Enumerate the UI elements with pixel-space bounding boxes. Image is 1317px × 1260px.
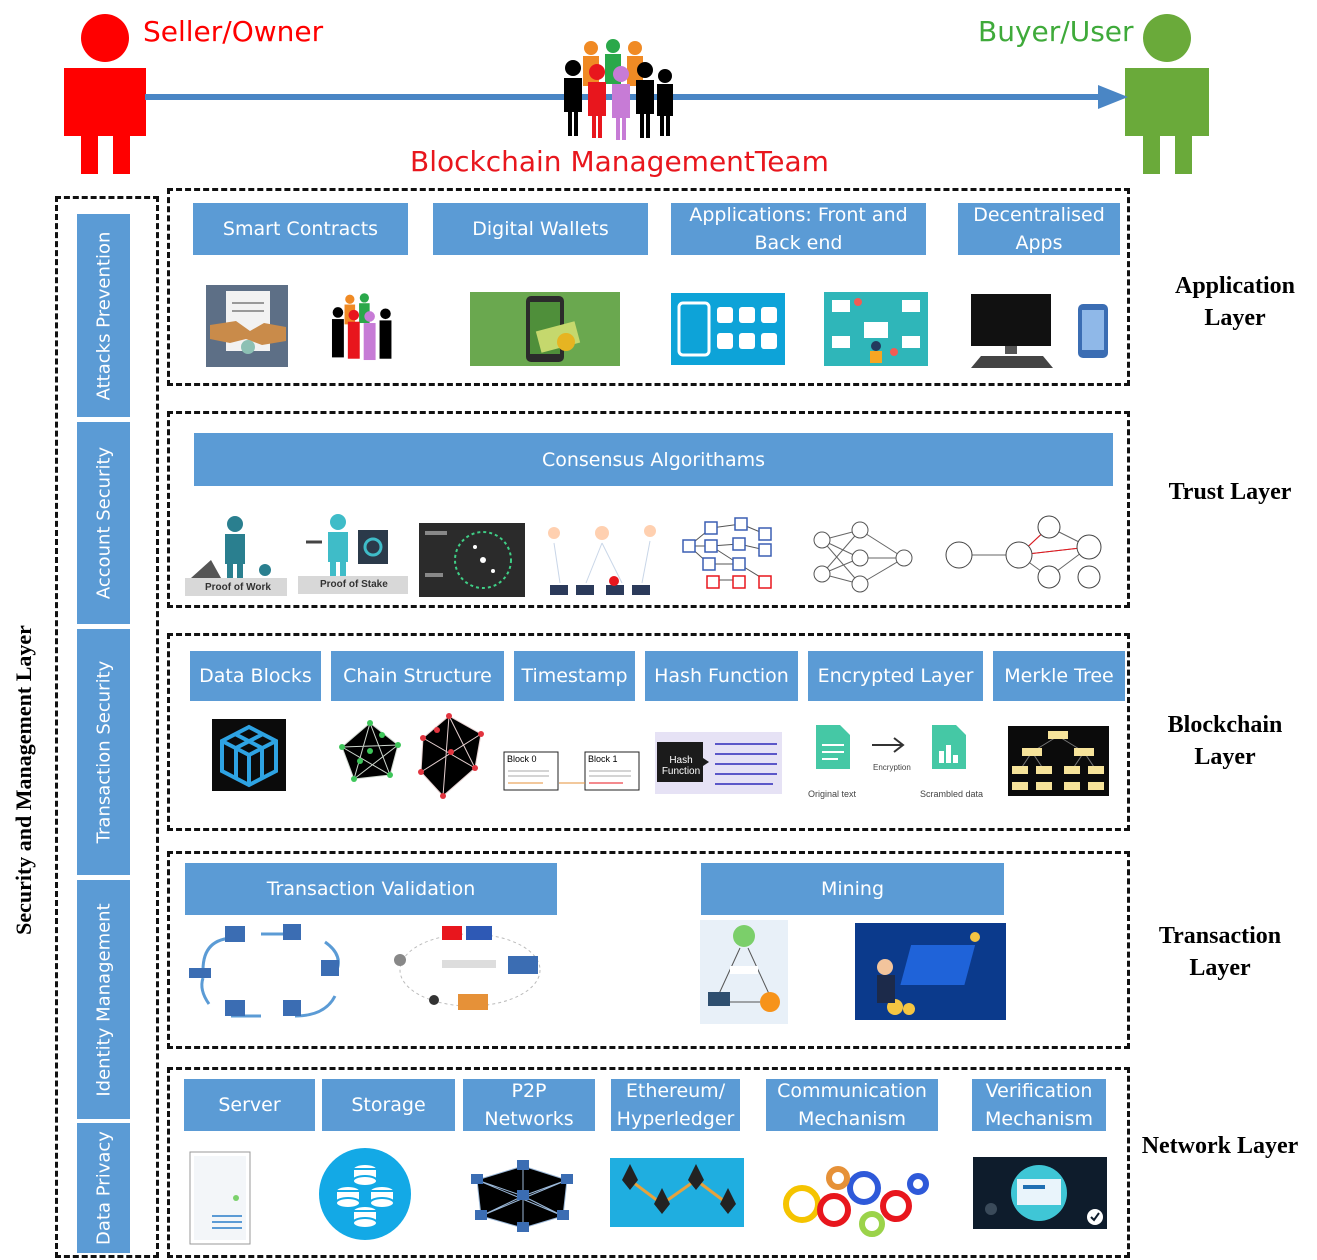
blockchain-layer-frame [167, 633, 1130, 831]
chain-structure-box[interactable]: Chain Structure [331, 651, 504, 701]
scrambled-data-caption: Scrambled data [920, 789, 984, 799]
tab-data-privacy[interactable]: Data Privacy [77, 1123, 130, 1253]
document-original-icon [816, 725, 850, 769]
database-storage-icon [319, 1148, 411, 1240]
developer-workspace-icon [824, 292, 928, 366]
client-server-graph-icon [945, 515, 1102, 589]
wallet-phone-icon [470, 292, 620, 366]
buyer-label: Buyer/User [978, 15, 1134, 48]
security-layer-frame [55, 196, 159, 1258]
hash-function-box[interactable]: Hash Function [645, 651, 798, 701]
smart-contracts-box[interactable]: Smart Contracts [193, 203, 408, 255]
server-box[interactable]: Server [184, 1079, 315, 1131]
tab-transaction-security[interactable]: Transaction Security [77, 629, 130, 875]
desktop-computer-icon [971, 294, 1053, 368]
network-layer-label: Network Layer [1141, 1133, 1299, 1159]
app-tablet-icon [671, 293, 785, 365]
proof-of-stake-icon [298, 514, 408, 594]
seller-person-icon [64, 14, 146, 174]
contract-handshake-icon [206, 285, 288, 367]
delegated-nodes-icon [548, 525, 656, 595]
encryption-caption: Encryption [873, 763, 911, 772]
decentralised-apps-box[interactable]: Decentralised Apps [958, 203, 1120, 255]
encrypted-layer-box[interactable]: Encrypted Layer [808, 651, 983, 701]
ethereum-hyperledger-box[interactable]: Ethereum/ Hyperledger [611, 1079, 740, 1131]
team-group-icon [564, 39, 673, 140]
arrow-right-icon [872, 737, 905, 753]
blockchain-layer-label: Blockchain Layer [1167, 712, 1283, 770]
server-tower-icon [189, 1151, 251, 1245]
communication-mechanism-box[interactable]: Communication Mechanism [766, 1079, 938, 1131]
hash-function-caption: Hash Function [661, 755, 701, 777]
verification-mechanism-box[interactable]: Verification Mechanism [972, 1079, 1106, 1131]
tab-identity-management[interactable]: Identity Management [77, 880, 130, 1119]
red-network-icon [418, 713, 484, 799]
buyer-person-icon [1125, 14, 1209, 174]
network-circle-icon [419, 523, 525, 597]
proof-of-work-icon [185, 516, 287, 596]
original-text-caption: Original text [808, 789, 857, 799]
green-network-icon [339, 720, 401, 782]
consensus-algorithms-box[interactable]: Consensus Algorithams [194, 433, 1113, 486]
application-layer-frame [167, 188, 1130, 386]
document-scrambled-icon [932, 725, 966, 769]
storage-box[interactable]: Storage [322, 1079, 455, 1131]
tab-account-security[interactable]: Account Security [77, 422, 130, 624]
transaction-validation-box[interactable]: Transaction Validation [185, 863, 557, 915]
seller-label: Seller/Owner [143, 15, 324, 48]
merkle-tree-box[interactable]: Merkle Tree [993, 651, 1125, 701]
transaction-layer-frame [167, 851, 1130, 1049]
team-label: Blockchain ManagementTeam [410, 145, 829, 178]
tab-attacks-prevention[interactable]: Attacks Prevention [77, 214, 130, 417]
transaction-flow-icon [394, 926, 541, 1010]
payment-cycle-icon [189, 924, 340, 1018]
digital-wallets-box[interactable]: Digital Wallets [433, 203, 648, 255]
trust-layer-label: Trust Layer [1168, 479, 1292, 505]
transaction-layer-label: Transaction Layer [1158, 923, 1282, 981]
merkle-tree-icon [1008, 726, 1109, 796]
network-layer-frame [167, 1067, 1130, 1258]
side-title: Security and Management Layer [11, 625, 36, 935]
mining-diagram-icon [700, 920, 788, 1024]
proof-of-work-caption: Proof of Work [205, 582, 271, 593]
block-0-label: Block 0 [507, 754, 537, 764]
block-1-label: Block 1 [588, 754, 618, 764]
people-group-icon [331, 293, 392, 361]
application-layer-label: Application Layer [1174, 273, 1296, 331]
mining-box[interactable]: Mining [701, 863, 1004, 915]
trust-layer-frame [167, 411, 1130, 608]
p2p-networks-box[interactable]: P2P Networks [463, 1079, 595, 1131]
verification-check-icon [973, 1157, 1107, 1229]
paxos-graph-icon [813, 521, 913, 593]
timestamp-box[interactable]: Timestamp [514, 651, 635, 701]
ethereum-network-icon [610, 1158, 744, 1227]
applications-box[interactable]: Applications: Front and Back end [671, 203, 926, 255]
data-blocks-box[interactable]: Data Blocks [190, 651, 321, 701]
p2p-network-icon [471, 1160, 573, 1232]
gears-communication-icon [783, 1166, 929, 1237]
cube-blocks-icon [212, 719, 286, 791]
crypto-mining-illustration-icon [855, 923, 1006, 1020]
timestamp-blocks-icon [503, 751, 640, 791]
dag-graph-icon [682, 517, 772, 589]
proof-of-stake-caption: Proof of Stake [320, 579, 388, 590]
mobile-phone-icon [1078, 304, 1108, 358]
hash-function-icon [655, 732, 782, 794]
